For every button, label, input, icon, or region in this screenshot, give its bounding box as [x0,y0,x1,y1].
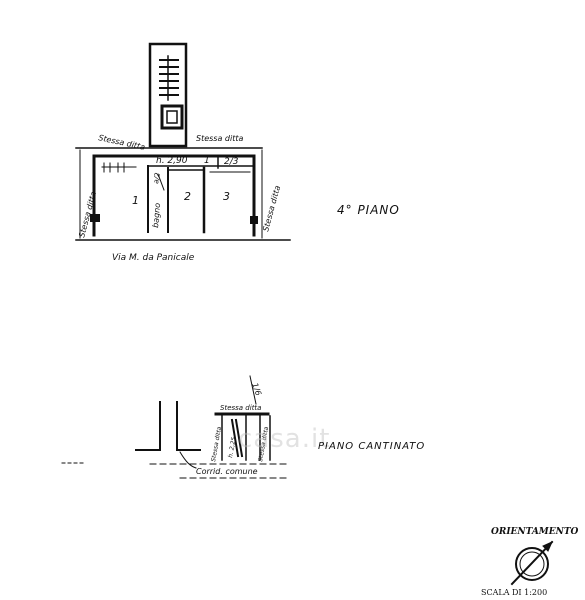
basement-neighbor-label-left: Stessa ditta [210,426,223,463]
neighbor-label-top-right: Stessa ditta [196,134,243,143]
basement-height-label: h. 2,25 [227,436,238,458]
basement-neighbor-label-top: Stessa ditta [220,404,261,412]
scale-label: SCALA DI 1:200 [481,588,548,597]
room-1-number: 1 [132,194,139,207]
stair-tower [148,42,188,148]
room-3-number: 3 [223,190,230,203]
small-room-1-label: 1 [204,156,210,166]
basement-label: PIANO CANTINATO [318,441,426,452]
basement-outline [61,375,291,479]
apartment-outline [75,147,291,241]
small-room-2-3-label: 2/3 [224,157,239,167]
common-corridor-label: Corrid. comune [196,467,258,476]
room-2-number: 2 [184,190,191,203]
neighbor-label-right: Stessa ditta [261,184,282,232]
basement-unit-label: 1/6 [250,382,263,397]
orientation-label: ORIENTAMENTO [491,527,579,537]
corridor-height-label: h. 2,90 [156,156,188,166]
compass-rose [510,540,554,586]
floor-label: 4° PIANO [337,203,400,217]
watermark: casa.it [238,424,331,454]
street-label: Via M. da Panicale [112,253,195,263]
sub-room-label: a/2 [152,171,162,184]
neighbor-label-top-left: Stessa ditta [98,133,146,152]
service-room-label: bagno [151,202,162,228]
